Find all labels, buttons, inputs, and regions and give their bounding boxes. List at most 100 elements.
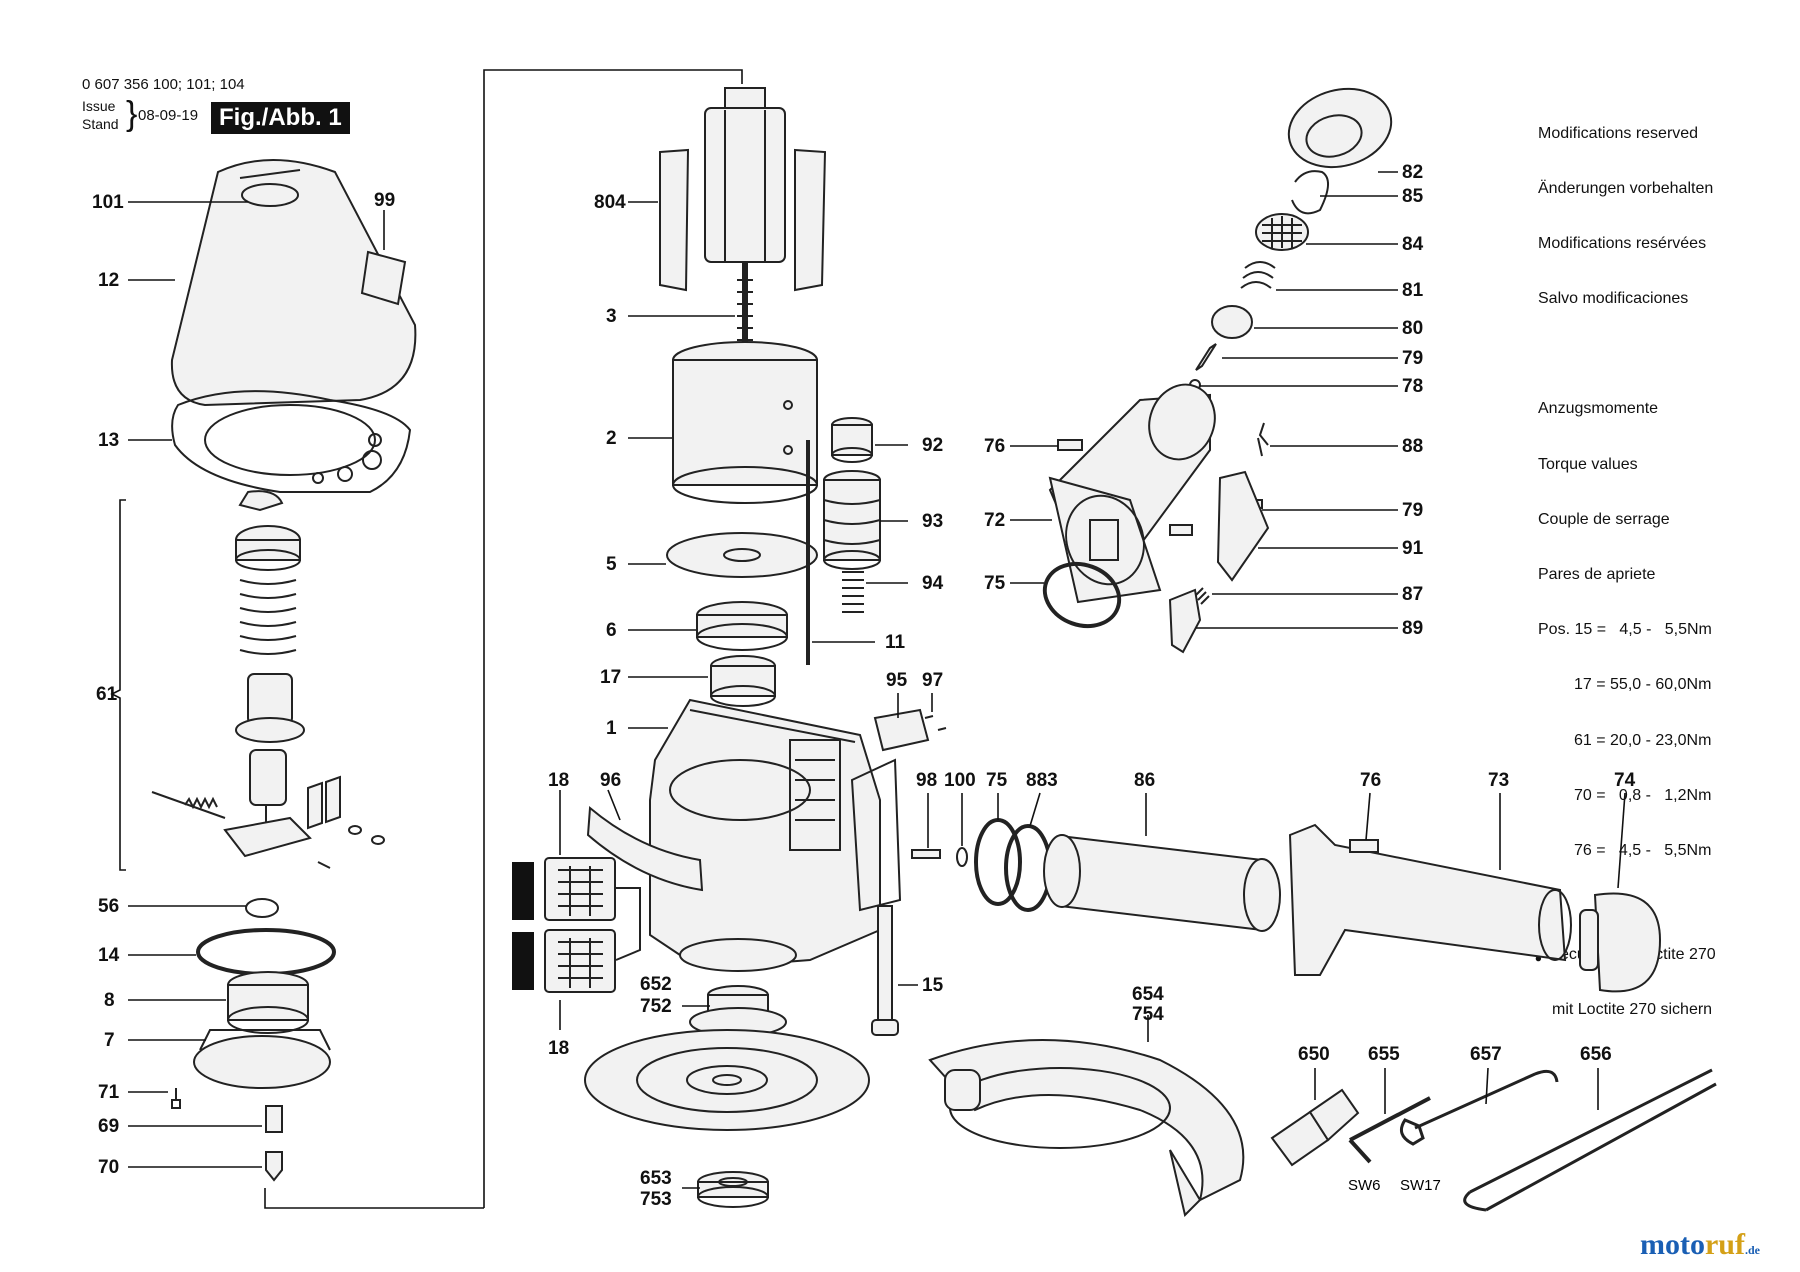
bracket-61 [110, 499, 126, 871]
torque-value: Pos. 15 = 4,5 - 5,5Nm [1538, 621, 1712, 639]
seal-ring-part [1287, 87, 1393, 169]
callout-5: 5 [606, 554, 617, 575]
callout-655: 655 [1368, 1044, 1400, 1065]
callout-7: 7 [104, 1030, 115, 1051]
callout-100: 100 [944, 770, 976, 791]
callout-74: 74 [1614, 770, 1636, 791]
callout-56: 56 [98, 896, 119, 917]
issue-label: Issue [82, 98, 116, 114]
callout-2: 2 [606, 428, 617, 449]
torque-value: 17 = 55,0 - 60,0Nm [1574, 676, 1712, 694]
spanner-part [1399, 1069, 1559, 1146]
callout-91: 91 [1402, 538, 1424, 559]
pin-spanner-part [1463, 1068, 1717, 1212]
callout-69: 69 [98, 1116, 119, 1137]
handle-sleeve-part [1043, 834, 1281, 932]
retaining-ring-part [1291, 170, 1329, 215]
leader-lines [128, 171, 1626, 1189]
modification-note: Salvo modificaciones [1538, 290, 1689, 308]
callout-99: 99 [374, 190, 395, 211]
bearing-part [696, 601, 788, 651]
callout-883: 883 [1026, 770, 1058, 791]
rotor-part [659, 87, 827, 370]
callout-76: 76 [1360, 770, 1381, 791]
modification-note: Modifications resérvées [1538, 235, 1707, 253]
end-plate-part [666, 532, 818, 578]
hex-key-part [1348, 1096, 1431, 1164]
sleeve-part [831, 417, 873, 463]
callout-82: 82 [1402, 162, 1423, 183]
callout-89: 89 [1402, 618, 1423, 639]
callout-78: 78 [1402, 376, 1423, 397]
callout-96: 96 [600, 770, 621, 791]
callout-18: 18 [548, 1038, 569, 1059]
callout-753: 753 [640, 1189, 672, 1210]
callout-1: 1 [606, 718, 617, 739]
callout-70: 70 [98, 1157, 119, 1178]
issue-date: 08-09-19 [138, 107, 199, 124]
torque-title: Pares de apriete [1538, 566, 1656, 584]
callout-804: 804 [594, 192, 626, 213]
spring-part [1240, 261, 1276, 289]
callout-17: 17 [600, 667, 621, 688]
callout-75: 75 [986, 770, 1008, 791]
callout-93: 93 [922, 511, 943, 532]
plate-part [873, 708, 930, 752]
bearing-housing-part [193, 971, 331, 1089]
callout-3: 3 [606, 306, 617, 327]
oring-large-part [196, 928, 336, 976]
silencer-part [823, 470, 881, 570]
callout-72: 72 [984, 510, 1005, 531]
callout-79: 79 [1402, 348, 1423, 369]
handle-part [1288, 823, 1572, 976]
torque-value: 76 = 4,5 - 5,5Nm [1574, 842, 1712, 860]
callout-84: 84 [1402, 234, 1424, 255]
callout-754: 754 [1132, 1004, 1164, 1025]
screw-part [1057, 439, 1083, 451]
nozzle-part [265, 1151, 283, 1182]
stand-label: Stand [82, 116, 119, 132]
torque-value: 61 = 20,0 - 23,0Nm [1574, 731, 1712, 749]
bolt-part [871, 905, 899, 1036]
callout-71: 71 [98, 1082, 120, 1103]
filter-part [512, 857, 616, 921]
filter-bracket [615, 887, 641, 961]
motor-body-part [1048, 383, 1216, 604]
callout-80: 80 [1402, 318, 1423, 339]
screw-part [911, 849, 941, 859]
filter-screen-part [1255, 213, 1309, 251]
callout-6: 6 [606, 620, 617, 641]
callout-657: 657 [1470, 1044, 1502, 1065]
callout-752: 752 [640, 996, 672, 1017]
cover-part [170, 159, 417, 407]
callout-11: 11 [885, 632, 906, 653]
modification-note: Änderungen vorbehalten [1538, 180, 1714, 198]
modification-note: Modifications reserved [1538, 124, 1699, 142]
motor-housing-part [649, 698, 902, 972]
hose-nipple-part [1270, 1088, 1360, 1167]
callout-15: 15 [922, 975, 944, 996]
wheel-guard-part [928, 1039, 1245, 1217]
group-frame-line [483, 69, 743, 1208]
valve-ball-part [1211, 305, 1253, 339]
callout-653: 653 [640, 1168, 672, 1189]
clip-part [1257, 422, 1269, 457]
oring-part [245, 898, 279, 918]
group-frame-line [264, 1188, 484, 1209]
callout-95: 95 [886, 670, 908, 691]
gasket-part [171, 390, 412, 493]
screw-part [171, 1088, 181, 1109]
end-cap-part [1579, 892, 1662, 993]
nut-part [710, 655, 776, 707]
washer-part [956, 847, 968, 867]
valve-assembly-part [151, 490, 385, 869]
pin-part [1195, 343, 1217, 371]
callout-12: 12 [98, 270, 119, 291]
part-numbers: 0 607 356 100; 101; 104 [82, 76, 245, 93]
spring-part [842, 571, 864, 613]
oring-part [974, 818, 1022, 906]
callout-92: 92 [922, 435, 943, 456]
torque-title: Anzugsmomente [1538, 400, 1659, 418]
clamp-nut-part [697, 1171, 769, 1208]
